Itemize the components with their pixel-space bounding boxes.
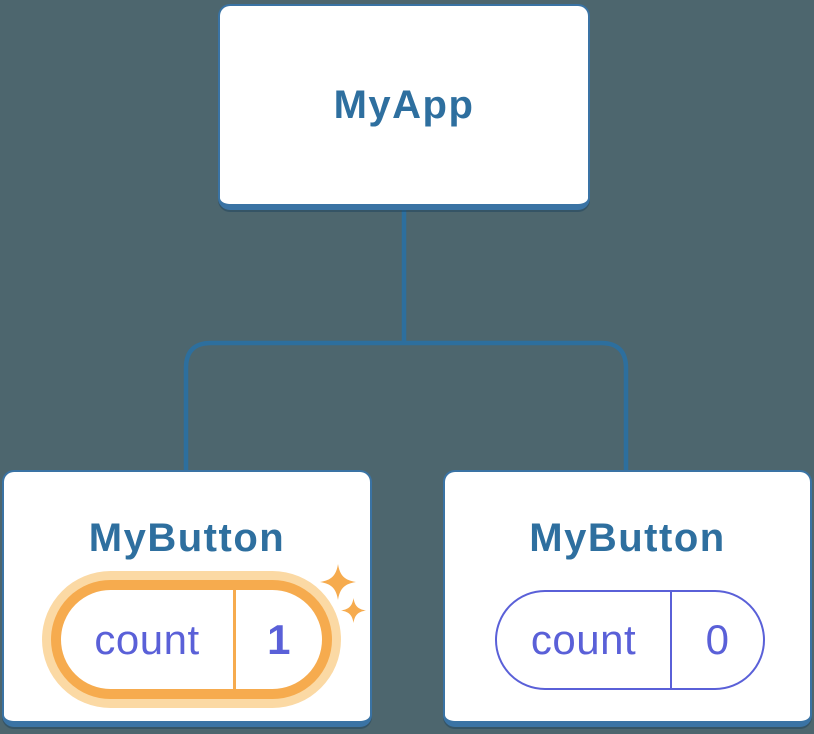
state-key-label: count <box>497 592 672 688</box>
node-title-mybutton-1: MyButton <box>88 516 286 560</box>
sparkle-icon <box>320 564 356 600</box>
state-value: 1 <box>267 615 291 663</box>
component-node-myapp: MyApp <box>218 4 590 210</box>
component-node-mybutton-1: MyButton count 1 <box>2 470 372 727</box>
state-pill-highlighted: count 1 <box>51 580 332 699</box>
state-pill: count 0 <box>495 590 765 690</box>
node-title-myapp: MyApp <box>333 82 475 127</box>
component-node-mybutton-2: MyButton count 0 <box>443 470 812 727</box>
state-key-label: count <box>61 590 236 689</box>
state-value: 0 <box>705 616 730 663</box>
connector-branch-bracket <box>183 340 629 470</box>
sparkle-icon <box>341 598 366 623</box>
node-title-mybutton-2: MyButton <box>529 516 726 560</box>
